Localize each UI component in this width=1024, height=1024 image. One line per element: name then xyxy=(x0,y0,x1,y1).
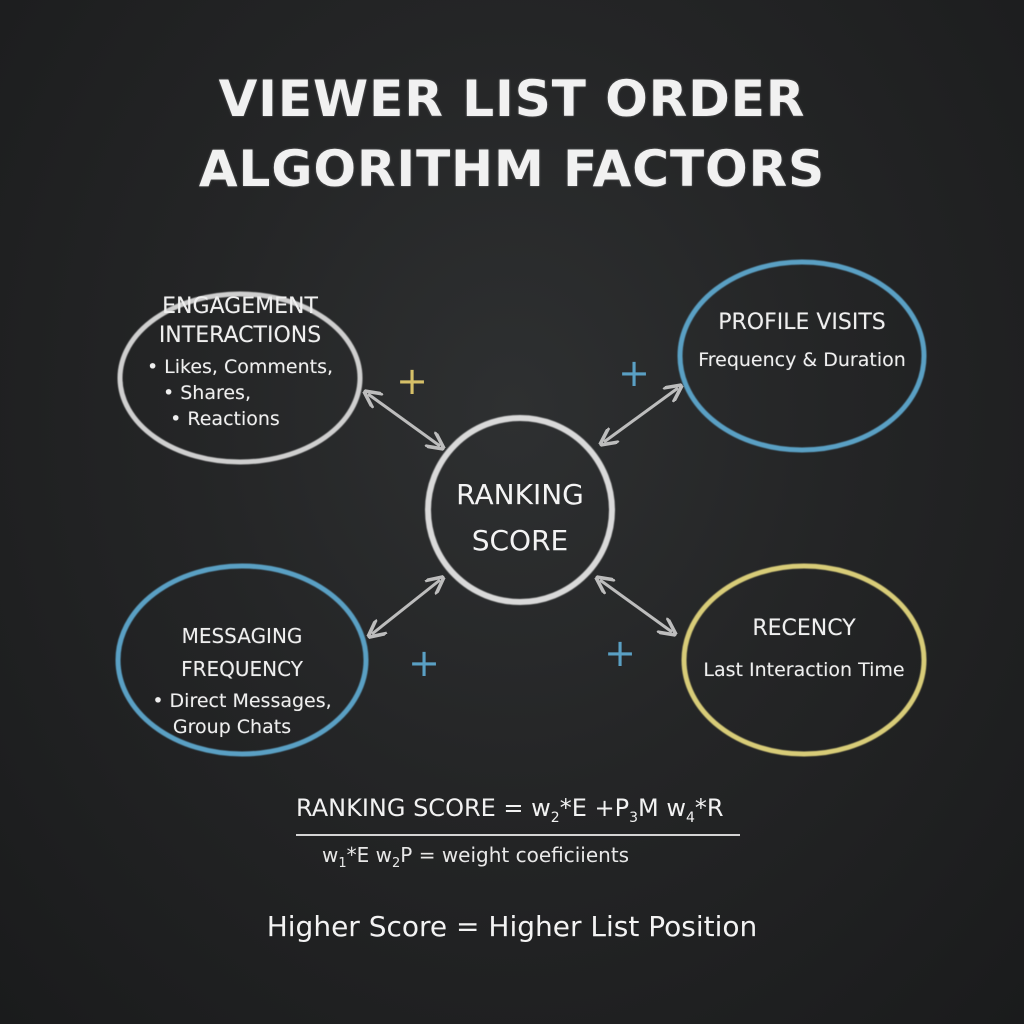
messaging-heading: MESSAGING FREQUENCY xyxy=(181,624,303,681)
ranking-score-line-1: RANKING xyxy=(456,478,584,511)
engagement-heading-1: ENGAGEMENT xyxy=(162,294,318,319)
engagement-plus-icon: + xyxy=(396,359,428,403)
profile-heading: PROFILE VISITS xyxy=(718,310,886,335)
recency-heading: RECENCY xyxy=(752,616,856,641)
list-item: •Likes, Comments, xyxy=(146,356,334,378)
list-item: •Direct Messages, xyxy=(152,690,332,712)
recency-node: RECENCY Last Interaction Time xyxy=(690,612,918,684)
engagement-node: ENGAGEMENT INTERACTIONS •Likes, Comments… xyxy=(140,290,340,432)
list-item: •Shares, xyxy=(163,382,251,404)
messaging-plus-icon: + xyxy=(408,641,440,685)
engagement-node-outline xyxy=(117,291,363,465)
engagement-bullets: •Likes, Comments, •Shares, •Reactions xyxy=(140,354,340,432)
list-item: •Reactions xyxy=(170,408,280,430)
list-item: Group Chats xyxy=(172,716,292,738)
messaging-node: MESSAGING FREQUENCY •Direct Messages, Gr… xyxy=(118,620,366,740)
recency-sub: Last Interaction Time xyxy=(703,659,905,681)
messaging-node-outline xyxy=(115,563,369,757)
profile-arrow xyxy=(604,388,678,442)
messaging-bullets: •Direct Messages, Group Chats xyxy=(118,688,366,740)
weight-coefficients: w1*E w2P = weight coeficiients xyxy=(322,843,630,871)
title-line-1: VIEWER LIST ORDER xyxy=(218,70,806,128)
messaging-arrow xyxy=(372,580,440,634)
ranking-score-node-outline xyxy=(425,415,615,605)
profile-sub: Frequency & Duration xyxy=(698,349,906,371)
profile-node: PROFILE VISITS Frequency & Duration xyxy=(690,306,914,374)
footer-note: Higher Score = Higher List Position xyxy=(266,910,758,943)
ranking-formula: RANKING SCORE = w2*E +P3M w4*R xyxy=(296,794,724,826)
profile-node-outline xyxy=(677,259,927,453)
ranking-score-line-2: SCORE xyxy=(471,524,569,557)
title-line-2: ALGORITHM FACTORS xyxy=(198,140,826,198)
ranking-score-node: RANKING SCORE xyxy=(430,472,610,564)
recency-plus-icon: + xyxy=(604,631,636,675)
recency-arrow xyxy=(600,580,672,632)
recency-node-outline xyxy=(681,563,927,757)
formula-divider xyxy=(296,834,740,836)
engagement-arrow xyxy=(368,394,440,446)
engagement-heading-2: INTERACTIONS xyxy=(158,323,322,348)
profile-plus-icon: + xyxy=(618,351,650,395)
